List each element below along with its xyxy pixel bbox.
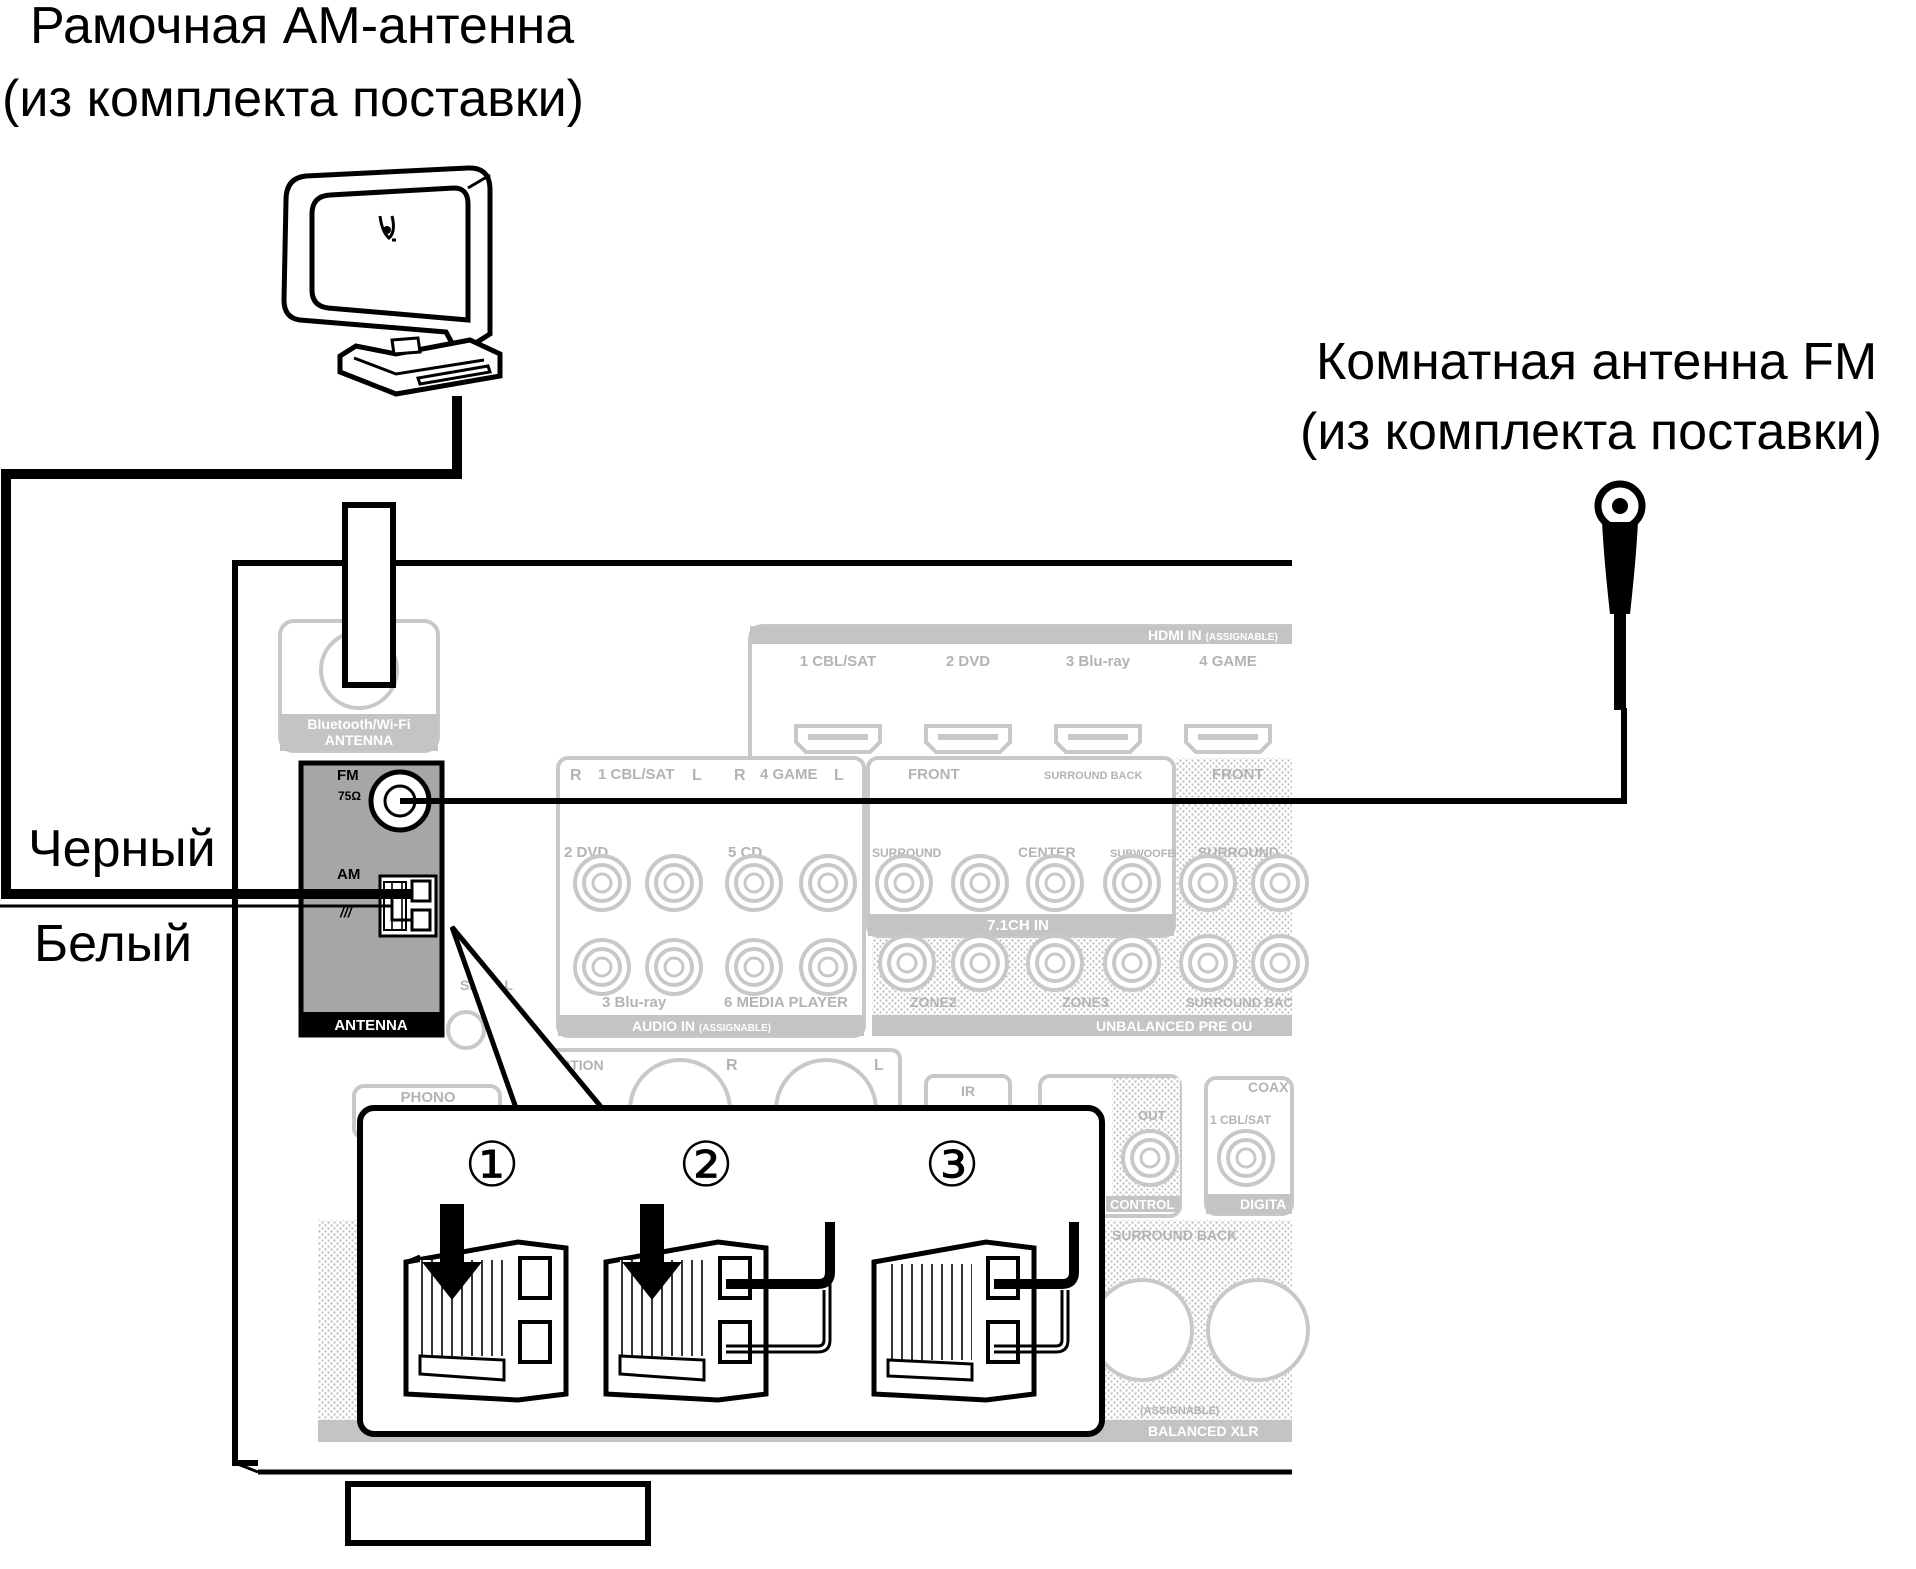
rca-jack (725, 938, 783, 996)
coax-input-label: 1 CBL/SAT (1210, 1113, 1272, 1127)
hdmi-input-4-label: 4 GAME (1199, 653, 1257, 670)
ground-symbol: /// (339, 904, 354, 920)
antenna-panel-title: ANTENNA (334, 1017, 407, 1034)
white-wire-label: Белый (34, 915, 192, 973)
ch-l-badge: L (874, 1057, 884, 1074)
ch71-surround-label: SURROUND (872, 846, 942, 860)
hdmi-input-2-label: 2 DVD (946, 653, 990, 670)
fm-terminal-label: FM (337, 767, 359, 784)
signal-gnd-screw (446, 1010, 486, 1050)
hdmi-port-2 (924, 724, 1012, 754)
audio-in-row3-left-label: 3 Blu-ray (602, 994, 667, 1011)
rca-jack (951, 854, 1009, 912)
rca-jack (645, 938, 703, 996)
rca-jack (878, 934, 936, 992)
hdmi-port-1 (794, 724, 882, 754)
rca-jack (725, 854, 783, 912)
am-antenna-label-line1: Рамочная АМ-антенна (30, 0, 574, 55)
ch-r-badge: R (570, 767, 582, 784)
assignable-label: (ASSIGNABLE) (1140, 1405, 1220, 1417)
balanced-xlr-label: BALANCED XLR (1148, 1423, 1258, 1439)
rca-jack (1026, 934, 1084, 992)
xlr-jack (1206, 1278, 1310, 1382)
am-terminal-detail-callout: ① ② ③ (357, 925, 1105, 1437)
rca-jack (645, 854, 703, 912)
rca-jack (573, 938, 631, 996)
am-antenna-cable-black (1, 396, 462, 899)
receiver-foot (345, 1481, 651, 1546)
step-2-marker: ② (678, 1131, 734, 1200)
ch71-in-section: FRONT SURROUND BACK SURROUND CENTER SUBW… (866, 756, 1183, 938)
preout-footer: UNBALANCED PRE OU (1096, 1018, 1252, 1034)
xlr-jack (1090, 1278, 1194, 1382)
bt-antenna-label-line2: ANTENNA (325, 732, 393, 748)
ch-l-badge: L (692, 767, 702, 784)
hdmi-input-3-label: 3 Blu-ray (1066, 653, 1131, 670)
coax-label: COAX (1248, 1079, 1289, 1095)
am-terminal-label: AM (337, 866, 360, 883)
out-label: OUT (1138, 1108, 1166, 1123)
step-3-marker: ③ (924, 1131, 980, 1200)
ch-r-badge: R (734, 767, 746, 784)
fm-indoor-antenna (400, 480, 1646, 804)
bt-antenna-label-line1: Bluetooth/Wi-Fi (307, 716, 410, 732)
hdmi-port-3 (1054, 724, 1142, 754)
rca-jack (1103, 854, 1161, 912)
ch-l-badge: L (834, 767, 844, 784)
xlr-surround-back-label: SURROUND BACK (1112, 1227, 1237, 1243)
step-1-terminal (403, 1204, 569, 1403)
rca-jack (1251, 934, 1309, 992)
preout-section: FRONT SURROUND ZONE2 ZONE3 SURROUND BAC … (872, 758, 1309, 1036)
fm-antenna-label-line2: (из комплекта поставки) (1300, 403, 1882, 461)
preout-front-label: FRONT (1212, 766, 1264, 783)
rca-jack (1103, 934, 1161, 992)
rca-jack (799, 854, 857, 912)
step-1-marker: ① (464, 1131, 520, 1200)
audio-in-row3-right-label: 6 MEDIA PLAYER (724, 994, 848, 1011)
digital-label: DIGITA (1240, 1196, 1286, 1212)
rca-jack (951, 934, 1009, 992)
audio-in-section: R 1 CBL/SAT L R 4 GAME L 2 DVD 5 CD 3 Bl… (556, 756, 866, 1038)
rca-jack (1251, 854, 1309, 912)
hdmi-header: HDMI IN (ASSIGNABLE) (1148, 627, 1278, 643)
control-label-text: CONTROL (1110, 1197, 1174, 1212)
ch71-front-label: FRONT (908, 766, 960, 783)
hdmi-port-4 (1184, 724, 1272, 754)
hdmi-input-1-label: 1 CBL/SAT (800, 653, 876, 670)
ch71-surround-back-label: SURROUND BACK (1044, 770, 1142, 782)
audio-in-footer: AUDIO IN (ASSIGNABLE) (632, 1018, 771, 1034)
preout-surround-back-label: SURROUND BAC (1186, 995, 1294, 1010)
rca-jack (1179, 854, 1237, 912)
bt-antenna-stub (342, 502, 396, 688)
rca-jack (799, 938, 857, 996)
rca-jack (1026, 854, 1084, 912)
audio-in-row1-right-label: 4 GAME (760, 766, 818, 783)
black-wire-label: Черный (28, 820, 216, 878)
preout-zone3-label: ZONE3 (1062, 994, 1109, 1010)
ch-r-badge: R (726, 1057, 738, 1074)
step-2-terminal (603, 1204, 835, 1403)
fm-antenna-label-line1: Комнатная антенна FM (1316, 333, 1877, 391)
rca-jack (573, 854, 631, 912)
hdmi-in-section: HDMI IN (ASSIGNABLE) 1 CBL/SAT 2 DVD 3 B… (748, 624, 1292, 758)
phono-label: PHONO (400, 1089, 455, 1106)
rca-jack (1121, 1129, 1179, 1187)
ch71-footer: 7.1CH IN (987, 917, 1049, 934)
am-antenna-cable-white (0, 904, 412, 922)
fm-ohm-label: 75Ω (338, 789, 361, 803)
am-antenna-label-line2: (из комплекта поставки) (2, 70, 584, 128)
rca-jack (875, 854, 933, 912)
preout-zone2-label: ZONE2 (910, 994, 957, 1010)
rca-jack (1217, 1129, 1275, 1187)
am-loop-antenna (281, 165, 503, 397)
ir-label: IR (961, 1083, 975, 1099)
audio-in-row1-left-label: 1 CBL/SAT (598, 766, 674, 783)
rca-jack (1179, 934, 1237, 992)
step-3-terminal (871, 1222, 1079, 1403)
